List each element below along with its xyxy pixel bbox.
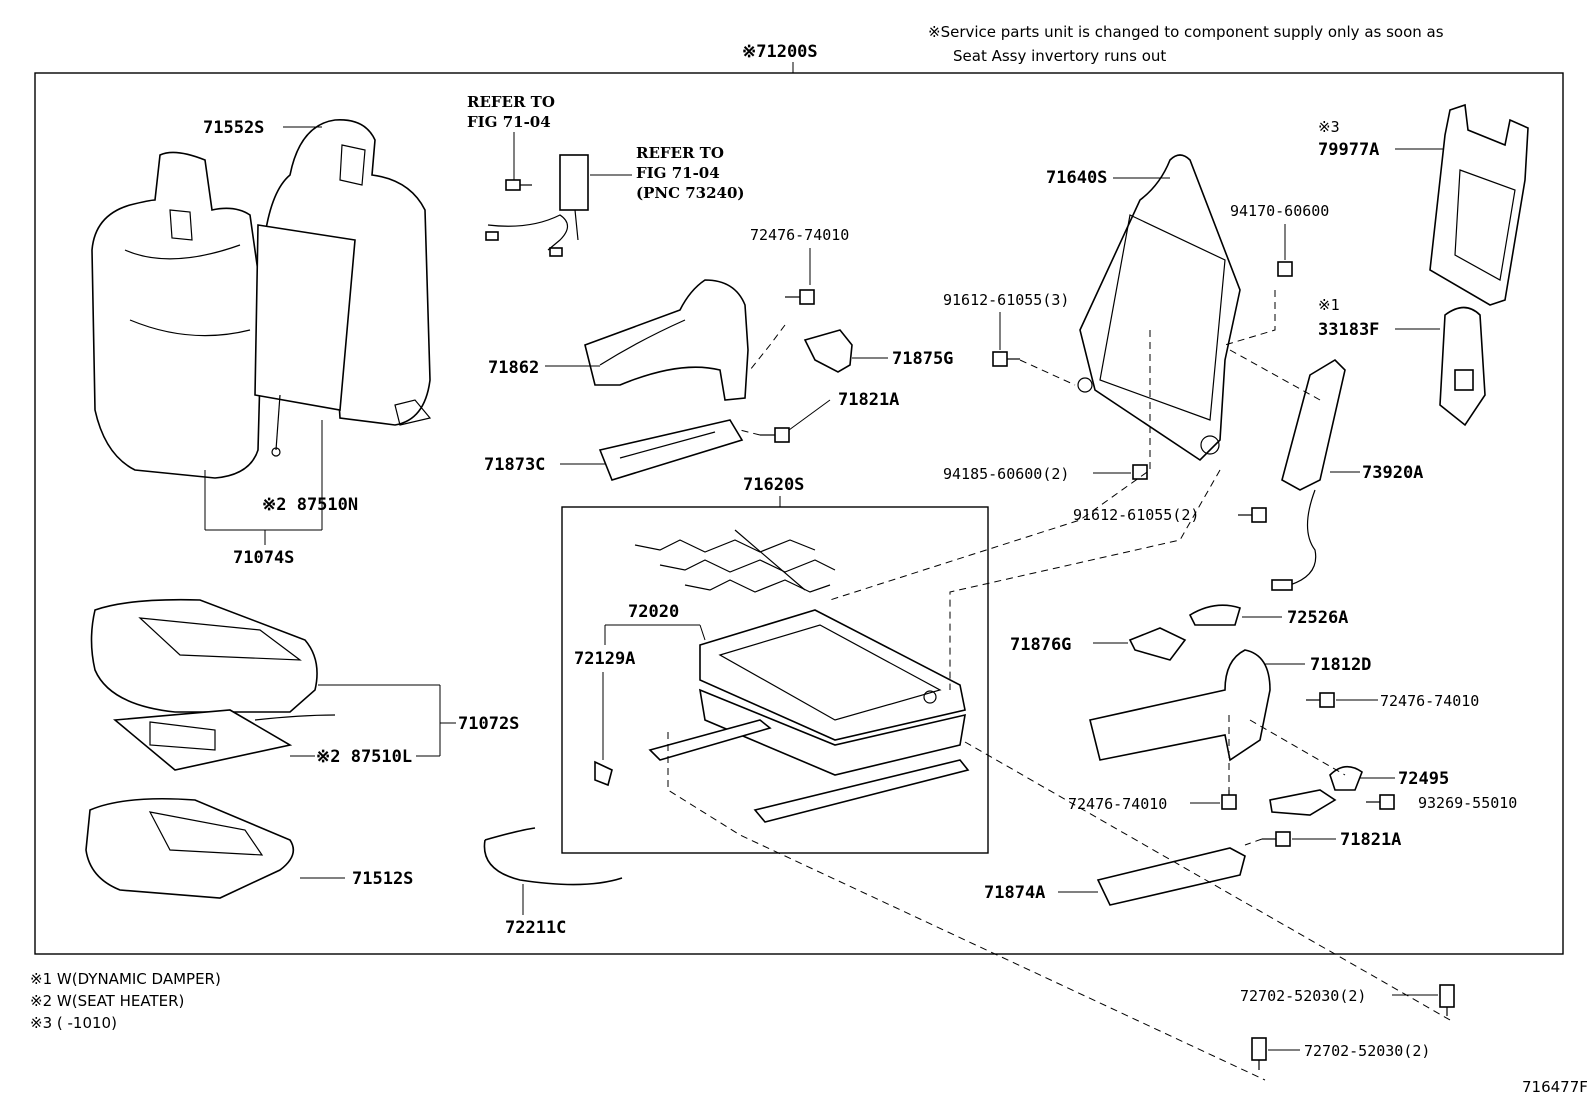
- refer2-line2: FIG 71-04: [636, 164, 720, 182]
- label-87510N: ※2 87510N: [262, 495, 358, 515]
- refer2-line3: (PNC 73240): [636, 184, 745, 202]
- label-71874A: 71874A: [984, 883, 1045, 903]
- bolt-icon: [1238, 507, 1267, 523]
- assembly-frame: [34, 72, 1564, 955]
- label-71821A-b: 71821A: [1340, 830, 1401, 850]
- cover-72526A: [1188, 604, 1241, 626]
- label-93269-55010: 93269-55010: [1418, 794, 1517, 812]
- bolt-icon: [1439, 984, 1455, 1016]
- cover-71873C: [598, 419, 744, 481]
- label-91612-61055-2: 91612-61055(2): [1073, 506, 1199, 524]
- cover-72495: [1269, 765, 1363, 816]
- nut-icon: [1132, 464, 1148, 480]
- shield-71862: [584, 279, 749, 401]
- airbag-73920A: [1281, 358, 1346, 491]
- dynamic-damper-33183F: [1439, 306, 1486, 427]
- label-71876G: 71876G: [1010, 635, 1071, 655]
- bolt-icon: [1366, 794, 1395, 810]
- seat-belt-buckle: [485, 154, 589, 257]
- label-71074S: 71074S: [233, 548, 294, 568]
- label-72476-74010-c: 72476-74010: [1068, 795, 1167, 813]
- legend-item-3: ※3 ( -1010): [30, 1014, 117, 1032]
- refer2-line1: REFER TO: [636, 144, 724, 162]
- cover-71874A: [1096, 847, 1246, 906]
- label-33183F-mark: ※1: [1318, 296, 1340, 314]
- label-71552S: 71552S: [203, 118, 264, 138]
- wire-72211C-end: [484, 827, 536, 841]
- label-72211C: 72211C: [505, 918, 566, 938]
- cover-71876G: [1128, 627, 1187, 661]
- connector-icon: [1271, 579, 1293, 591]
- label-71821A-a: 71821A: [838, 390, 899, 410]
- figure-code: 716477F: [1522, 1078, 1588, 1096]
- label-72476-74010-b: 72476-74010: [1380, 692, 1479, 710]
- label-71875G: 71875G: [892, 349, 953, 369]
- label-72526A: 72526A: [1287, 608, 1348, 628]
- label-71873C: 71873C: [484, 455, 545, 475]
- seatback-cover-front: [91, 151, 263, 479]
- label-79977A: 79977A: [1318, 140, 1379, 160]
- wire-72211C: [483, 839, 623, 886]
- label-72702-52030-b: 72702-52030(2): [1304, 1042, 1430, 1060]
- seat-adjuster-frame: [648, 609, 970, 823]
- label-71812D: 71812D: [1310, 655, 1371, 675]
- cover-72129A: [594, 760, 613, 787]
- label-71640S: 71640S: [1046, 168, 1107, 188]
- seatback-frame: [1077, 154, 1241, 462]
- bolt-icon: [785, 289, 815, 305]
- clip-71821A-b: [1262, 831, 1291, 847]
- seat-heater-cushion-pad: [112, 709, 336, 771]
- bolt-icon: [1251, 1037, 1267, 1070]
- airbag-wire: [1289, 489, 1317, 586]
- label-94185-60600-2: 94185-60600(2): [943, 465, 1069, 483]
- bracket-71875G: [803, 329, 853, 373]
- label-72702-52030-a: 72702-52030(2): [1240, 987, 1366, 1005]
- refer1-line1: REFER TO: [467, 93, 555, 111]
- bolt-icon: [992, 351, 1020, 367]
- label-72129A: 72129A: [574, 649, 635, 669]
- label-71620S: 71620S: [743, 475, 804, 495]
- nut-icon: [1277, 261, 1293, 277]
- label-73920A: 73920A: [1362, 463, 1423, 483]
- bolt-icon: [1306, 692, 1335, 708]
- legend-item-1: ※1 W(DYNAMIC DAMPER): [30, 970, 221, 988]
- label-94170-60600: 94170-60600: [1230, 202, 1329, 220]
- seat-cushion-pad: [85, 797, 295, 899]
- shield-71812D: [1089, 649, 1271, 762]
- label-72020: 72020: [628, 602, 679, 622]
- label-71512S: 71512S: [352, 869, 413, 889]
- label-79977A-mark: ※3: [1318, 118, 1340, 136]
- seat-frame-box: [561, 506, 989, 854]
- label-72476-74010-a: 72476-74010: [750, 226, 849, 244]
- seat-cushion-cover: [90, 598, 318, 713]
- label-33183F: 33183F: [1318, 320, 1379, 340]
- part-79977A: [1429, 103, 1529, 306]
- bolt-icon: [505, 179, 532, 191]
- label-87510L: ※2 87510L: [316, 747, 412, 767]
- label-71862: 71862: [488, 358, 539, 378]
- legend-item-2: ※2 W(SEAT HEATER): [30, 992, 184, 1010]
- assembly-label: ※71200S: [742, 42, 818, 62]
- label-71072S: 71072S: [458, 714, 519, 734]
- clip-71821A: [760, 427, 790, 443]
- label-91612-61055-3: 91612-61055(3): [943, 291, 1069, 309]
- seat-heater-back-pad: [254, 224, 356, 457]
- bolt-icon: [1221, 790, 1237, 810]
- header-note-line1: ※Service parts unit is changed to compon…: [928, 23, 1444, 41]
- refer1-line2: FIG 71-04: [467, 113, 551, 131]
- header-note-line2: Seat Assy invertory runs out: [953, 47, 1166, 65]
- label-72495: 72495: [1398, 769, 1449, 789]
- seat-spring-springs: [634, 529, 836, 593]
